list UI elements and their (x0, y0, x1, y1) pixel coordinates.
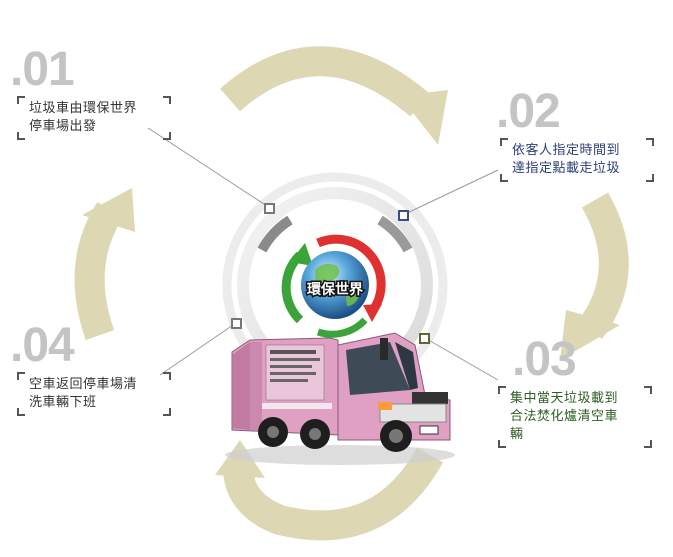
bracket-corner (646, 174, 654, 182)
logo-red-arrowhead-icon (363, 304, 382, 322)
garbage-truck (225, 332, 455, 465)
arrow-bottom-left-icon (223, 447, 444, 541)
logo: 環保世界 (281, 234, 386, 338)
cycle-arrows (74, 46, 629, 541)
arrow-top-right-icon (220, 46, 430, 117)
bracket-corner (163, 96, 171, 104)
bracket-corner (500, 138, 508, 146)
bracket-corner (646, 138, 654, 146)
bracket-corner (500, 174, 508, 182)
bracket-corner (17, 132, 25, 140)
step-1-description: 垃圾車由環保世界 停車場出發 (17, 96, 171, 140)
step-1-line-1: 垃圾車由環保世界 (29, 101, 138, 116)
step-2-line-1: 依客人指定時間到 (512, 143, 621, 158)
bracket-corner (498, 386, 506, 394)
logo-text: 環保世界 (307, 281, 364, 298)
step-3-line-3: 輛 (510, 427, 524, 442)
step-1-number: .01 (10, 43, 75, 96)
arrow-left-up-icon (74, 201, 123, 341)
bracket-corner (17, 372, 25, 380)
bracket-corner (17, 408, 25, 416)
step-1-line-2: 停車場出發 (29, 119, 97, 134)
step-3-number: .03 (512, 333, 577, 386)
logo-green-arrow-bottom-icon (316, 317, 368, 338)
step-4-description: 空車返回停車場清 洗車輛下班 (17, 372, 171, 416)
step-3-description: 集中當天垃圾載到 合法焚化爐清空車 輛 (498, 386, 652, 448)
bracket-corner (644, 386, 652, 394)
logo-green-arrowhead-icon (290, 243, 313, 266)
connector-lines (147, 127, 499, 381)
step-3-line-1: 集中當天垃圾載到 (510, 391, 619, 406)
logo-red-arrow-icon (316, 234, 386, 313)
bracket-corner (17, 96, 25, 104)
bracket-corner (163, 408, 171, 416)
bracket-corner (163, 132, 171, 140)
step-4-number: .04 (10, 319, 75, 372)
step-4-line-2: 洗車輛下班 (29, 395, 97, 410)
bracket-corner (163, 372, 171, 380)
arrow-right-down-icon (577, 192, 629, 339)
step-2-description: 依客人指定時間到 達指定點載走垃圾 (500, 138, 654, 182)
step-4-line-1: 空車返回停車場清 (29, 377, 138, 392)
globe-continent-icon (315, 263, 359, 306)
step-2-line-2: 達指定點載走垃圾 (512, 161, 621, 176)
step-2-number: .02 (496, 85, 561, 138)
arrowhead-top-right-icon (400, 90, 448, 145)
step-3-line-2: 合法焚化爐清空車 (510, 409, 619, 424)
arrowhead-left-up-icon (82, 188, 135, 232)
connector-nodes (231, 203, 430, 344)
bracket-corner (644, 440, 652, 448)
arrowhead-right-down-icon (560, 310, 620, 360)
logo-green-arrow-icon (281, 251, 304, 324)
bracket-corner (498, 440, 506, 448)
